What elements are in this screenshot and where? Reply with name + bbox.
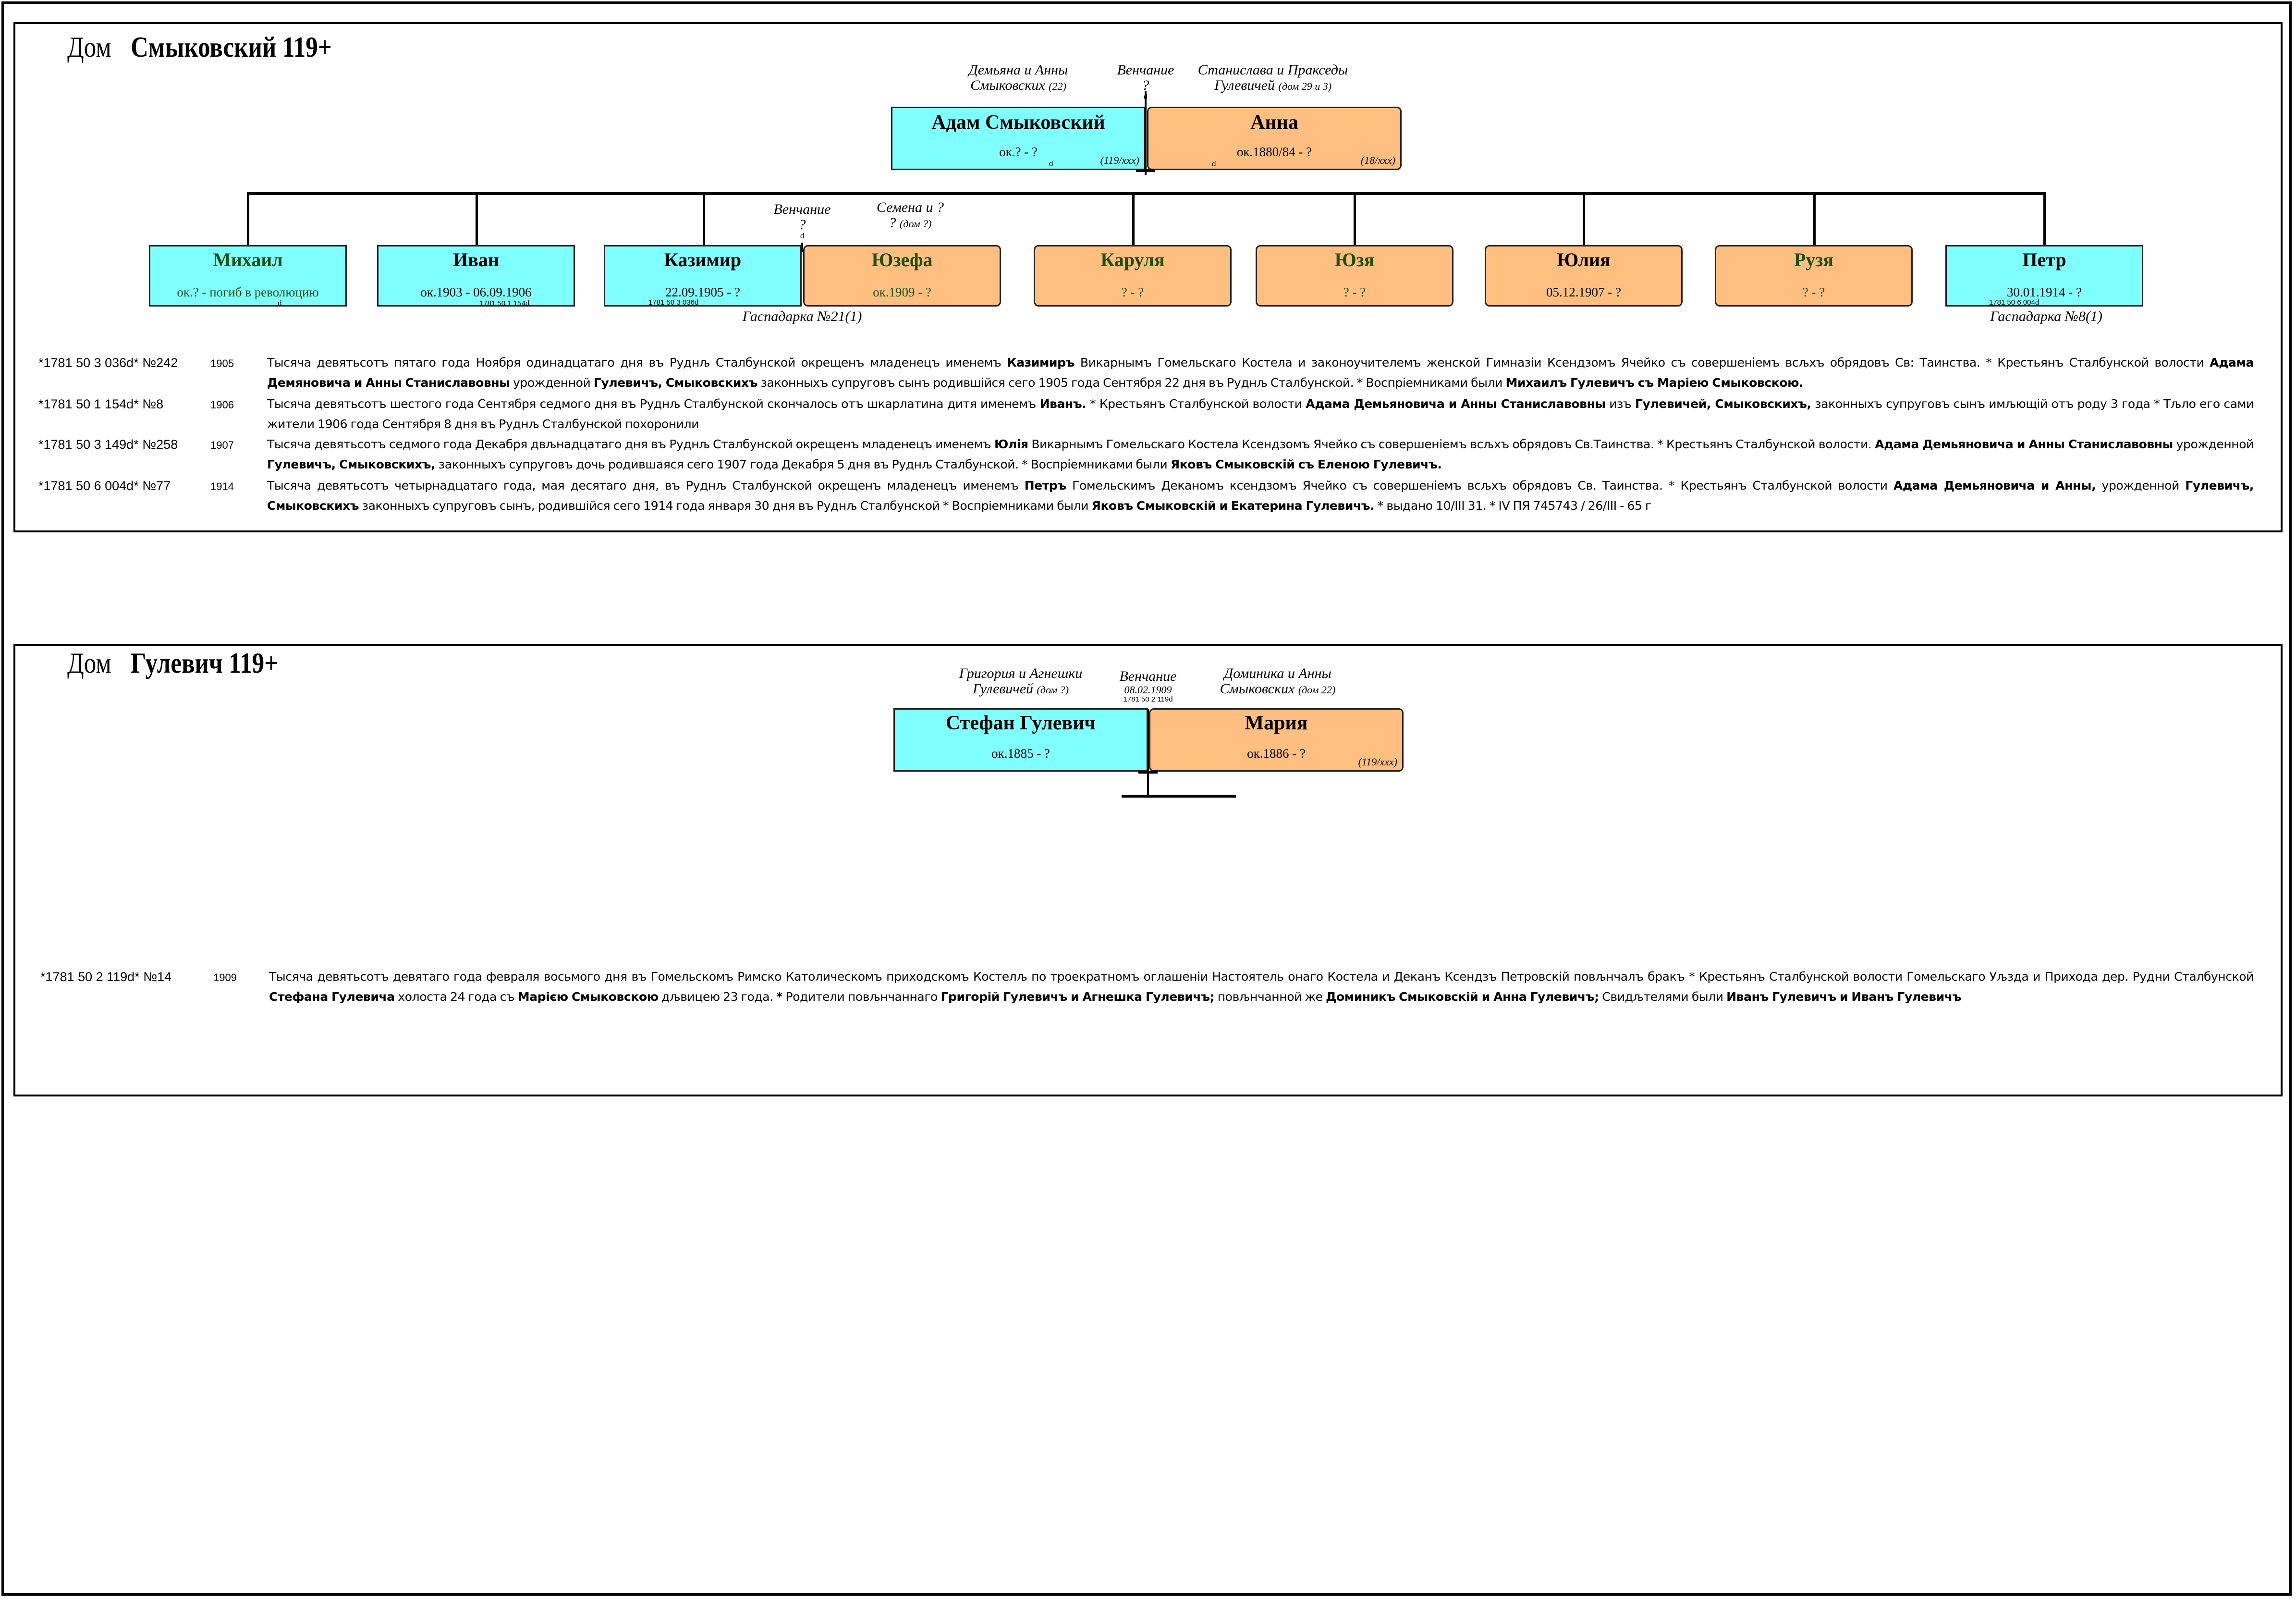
child-drop [247,192,249,246]
house-panel-smykovsky [13,22,2283,532]
house-title: Смыковский 119+ [131,31,332,63]
record-year: 1909 [213,972,237,984]
person-dates: ок.1880/84 - ? [1236,145,1312,159]
record-reference: *1781 50 1 154d* №8 [38,397,164,411]
child-drop [476,192,478,246]
marriage-line [1147,709,1149,797]
person-mikhail[interactable]: Михаил ок.? - погиб в революцию d [149,245,347,308]
kazimir-inlaws-note: Семена и ? ? (дом ?) [876,199,944,231]
record-reference: *1781 50 6 004d* №77 [38,479,171,493]
person-adam[interactable]: Адам Смыковский ок.? - ? d (119/ххх) [891,107,1146,170]
person-dates: ? - ? [1802,285,1825,299]
person-name: Петр [2022,249,2066,271]
person-petr[interactable]: Петр 30.01.1914 - ? 1781 50 6 004d [1945,245,2143,307]
record-text: Тысяча девятьсотъ пятаго года Ноября оди… [267,356,2254,390]
record-ref: 1781 50 1 154d [479,299,530,308]
record-year: 1907 [210,439,234,451]
person-dates: ок.1909 - ? [873,285,931,299]
record-ref: d [1049,160,1053,168]
person-name: Иван [453,249,499,271]
person-name: Мария [1245,712,1308,734]
kazimir-wedding-note: Венчание ? d [773,201,831,240]
record-reference: *1781 50 3 149d* №258 [38,437,178,452]
house-panel-gulevich [13,644,2283,1096]
person-dates: ? - ? [1121,285,1144,299]
record-text: Тысяча девятьсотъ девятаго года февраля … [269,970,2254,1004]
wedding-note: Венчание 08.02.1909 1781 50 2 119d [1119,668,1177,703]
person-karulya[interactable]: Каруля ? - ? [1034,245,1232,307]
person-kazimir[interactable]: Казимир 22.09.1905 - ? 1781 50 3 036d [604,245,802,307]
marriage-tick [1138,771,1158,774]
record-reference: *1781 50 3 036d* №242 [38,356,178,370]
child-drop [1354,192,1356,246]
children-bus-line [247,192,2045,195]
children-bus-line [1122,795,1236,798]
person-ruzya[interactable]: Рузя ? - ? [1715,245,1913,307]
person-yuzefa[interactable]: Юзефа ок.1909 - ? [803,245,1001,307]
bride-parents-note: Станислава и Пракседы Гулевичей (дом 29 … [1197,62,1348,93]
record-text: Тысяча девятьсотъ шестого года Сентября … [267,397,2254,431]
person-name: Казимир [664,249,742,271]
person-dates: 22.09.1905 - ? [665,285,740,299]
person-name: Юзефа [871,249,933,271]
house-number: (119/ххх) [1100,154,1139,166]
person-dates: 05.12.1907 - ? [1546,285,1621,299]
person-dates: ок.1885 - ? [991,746,1050,761]
person-dates: ок.1886 - ? [1247,746,1306,761]
house-title: Гулевич 119+ [131,647,279,679]
person-dates: ок.? - погиб в революцию [177,285,319,299]
house-label: Дом [67,647,111,679]
person-name: Юзя [1334,249,1375,271]
house-number: (18/ххх) [1360,154,1395,166]
child-drop [1813,192,1816,246]
person-stefan[interactable]: Стефан Гулевич ок.1885 - ? [893,708,1148,772]
person-dates: 30.01.1914 - ? [2007,285,2082,299]
record-ref: 1781 50 6 004d [1989,298,2040,307]
record-text: Тысяча девятьсотъ четырнадцатаго года, м… [267,479,2254,513]
record-year: 1914 [210,480,234,492]
person-yuliya[interactable]: Юлия 05.12.1907 - ? [1485,245,1683,307]
petr-farm-note: Гаспадарка №8(1) [1990,308,2102,324]
record-ref: d [1212,160,1216,168]
person-mariya[interactable]: Мария ок.1886 - ? (119/ххх) [1149,708,1404,772]
person-name: Юлия [1557,249,1611,271]
child-drop [1583,192,1585,246]
marriage-line [1145,91,1147,175]
person-anna[interactable]: Анна ок.1880/84 - ? d (18/ххх) [1147,107,1402,170]
spouse-connector [801,243,803,252]
record-year: 1905 [210,357,234,369]
groom-parents-note: Григория и Агнешки Гулевичей (дом ?) [959,665,1083,697]
person-name: Стефан Гулевич [945,712,1096,734]
person-name: Анна [1250,111,1298,134]
house-number: (119/ххх) [1358,756,1397,768]
bride-parents-note: Доминика и Анны Смыковских (дом 22) [1220,665,1336,697]
person-dates: ? - ? [1343,285,1366,299]
record-year: 1906 [210,399,234,411]
person-dates: ок.1903 - 06.09.1906 [420,285,532,299]
child-drop [2043,192,2046,246]
record-text: Тысяча девятьсотъ седмого года Декабря д… [267,437,2254,471]
record-ref: 1781 50 3 036d [648,298,699,307]
person-ivan[interactable]: Иван ок.1903 - 06.09.1906 1781 50 1 154d [377,245,575,308]
person-name: Каруля [1100,249,1165,271]
groom-parents-note: Демьяна и Анны Смыковских (22) [968,62,1068,93]
person-name: Рузя [1794,249,1834,271]
house-label: Дом [67,31,111,63]
person-dates: ок.? - ? [999,145,1038,159]
child-drop [1132,192,1135,246]
person-name: Михаил [213,249,283,271]
person-yuzya[interactable]: Юзя ? - ? [1256,245,1453,307]
wedding-note: Венчание ? d [1117,62,1174,101]
record-reference: *1781 50 2 119d* №14 [40,970,172,984]
kazimir-farm-note: Гаспадарка №21(1) [742,308,862,324]
record-ref: d [278,299,282,308]
person-name: Адам Смыковский [931,111,1105,134]
marriage-tick [1136,169,1155,172]
child-drop [703,192,705,246]
